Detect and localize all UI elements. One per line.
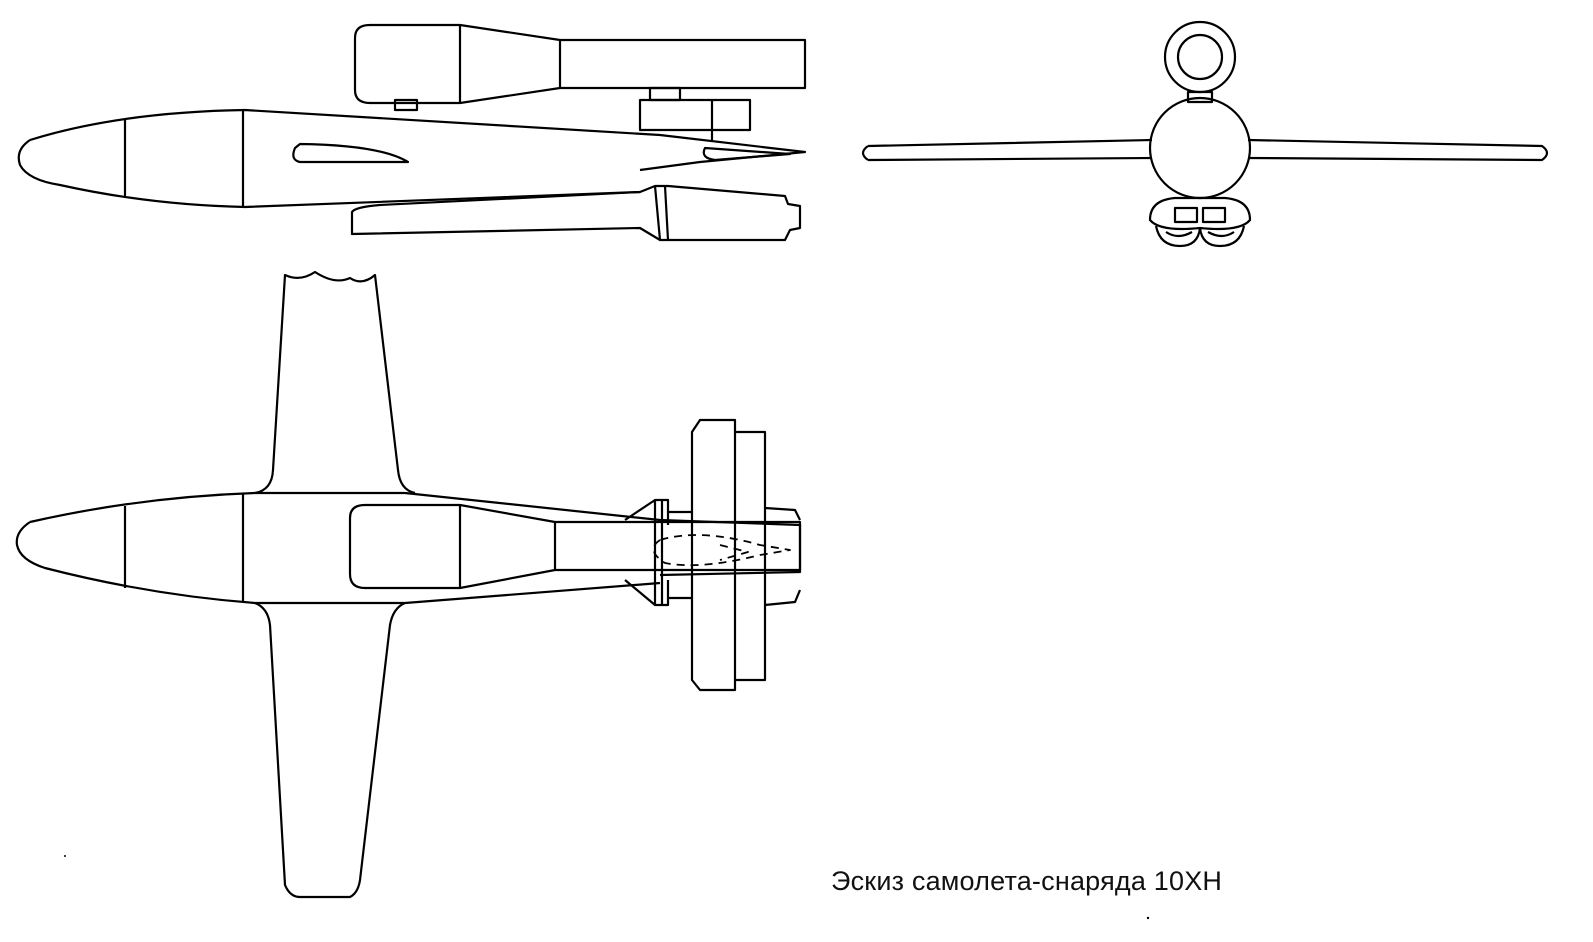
top-view	[15, 270, 802, 899]
front-wing	[861, 138, 1549, 162]
top-engine	[348, 503, 802, 590]
top-wing-lower	[254, 601, 406, 899]
side-wing-root	[292, 142, 410, 164]
side-ventral	[350, 184, 802, 242]
drawing-caption: Эскиз самолета-снаряда 10ХН	[831, 866, 1223, 896]
top-fuselage	[15, 491, 802, 605]
front-view	[861, 20, 1549, 248]
top-tailplane	[690, 418, 802, 692]
front-gear	[1148, 196, 1252, 231]
side-fuselage	[17, 108, 807, 209]
side-view	[17, 23, 807, 242]
side-engine	[353, 23, 807, 105]
top-wing-upper	[254, 270, 416, 495]
top-dashed-airfoil	[652, 534, 791, 567]
front-fuselage	[1148, 96, 1252, 200]
front-engine	[1163, 20, 1237, 94]
